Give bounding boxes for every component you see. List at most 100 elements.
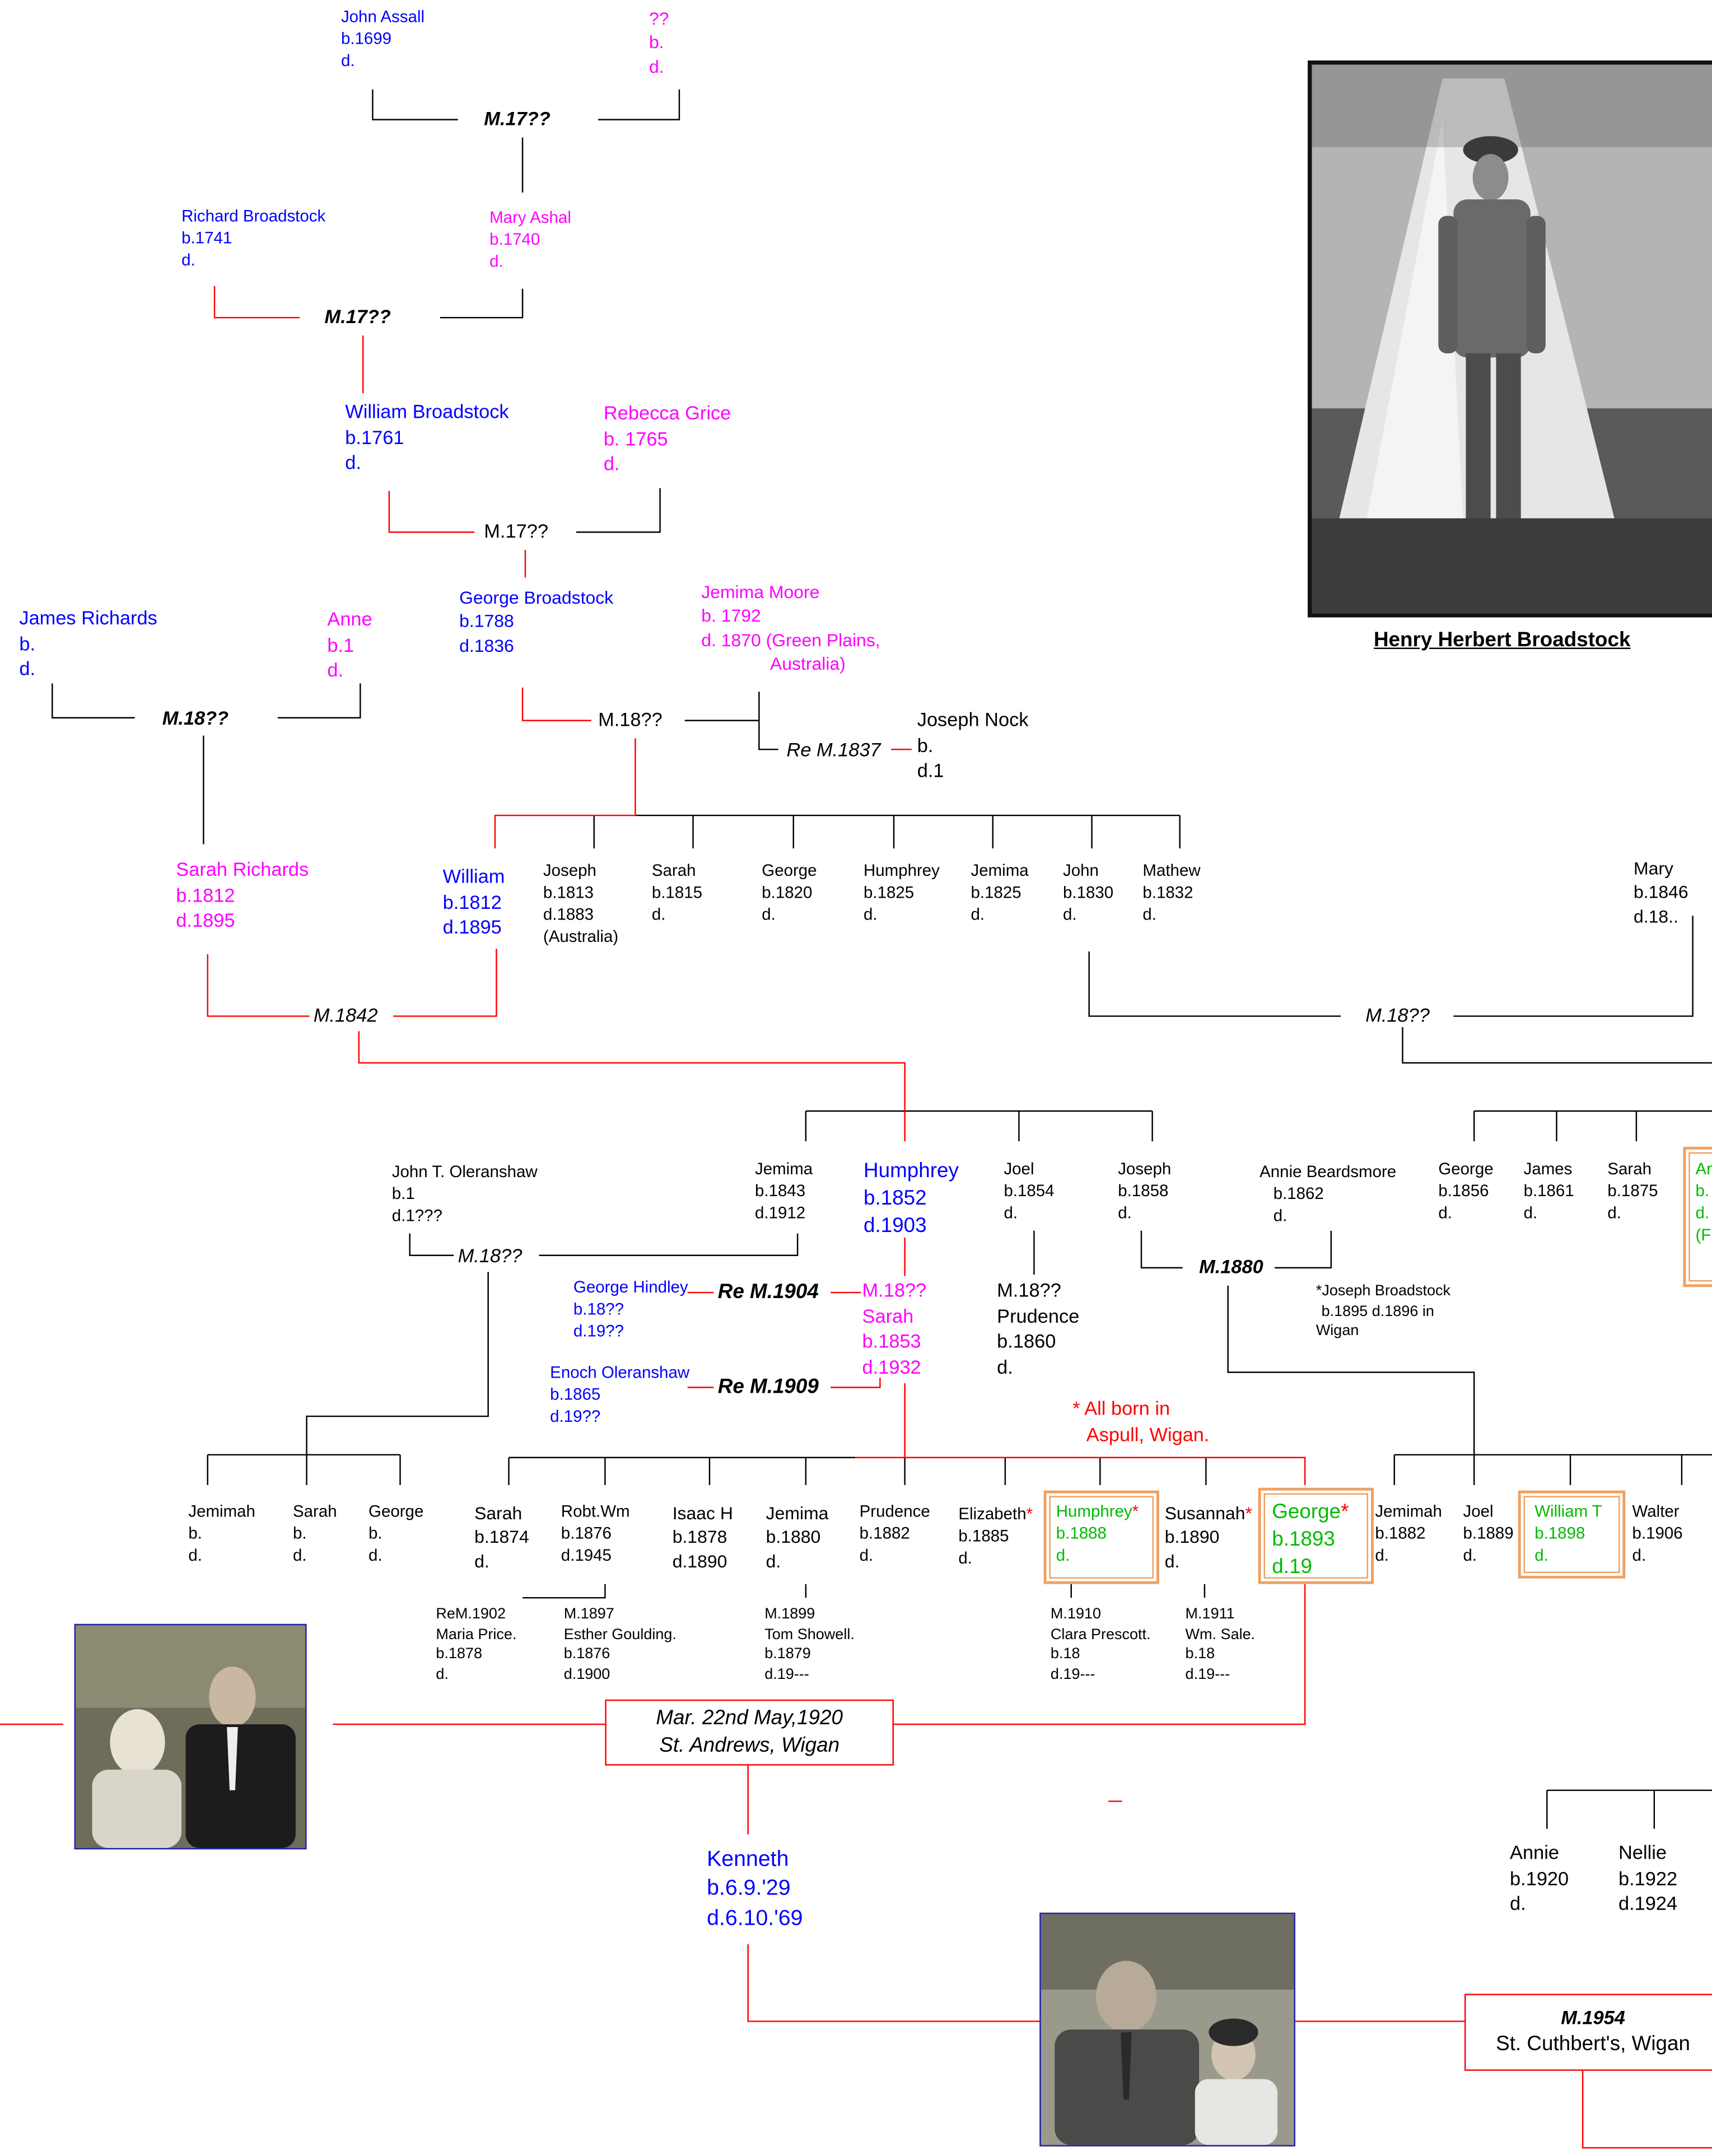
person-name: Elizabeth bbox=[958, 1504, 1027, 1524]
birth: b.1882 bbox=[1375, 1523, 1426, 1543]
death: d.1895 bbox=[176, 909, 235, 931]
birth: b.1876 bbox=[561, 1523, 612, 1543]
star-mark: * bbox=[1026, 1504, 1033, 1524]
death: d. bbox=[863, 904, 878, 924]
person-name: Clara Prescott. bbox=[1050, 1626, 1151, 1643]
wedding-place: St. Cuthbert's, Wigan bbox=[1496, 2032, 1690, 2056]
highlight-frame bbox=[1518, 1490, 1626, 1579]
death: d. bbox=[1056, 1545, 1070, 1565]
birth: b.1898 bbox=[1534, 1523, 1585, 1543]
person-name: Walter bbox=[1632, 1501, 1680, 1521]
birth: b.1880 bbox=[766, 1527, 821, 1548]
person-name: Sarah bbox=[862, 1304, 914, 1327]
birth: b. bbox=[188, 1523, 202, 1543]
note-line: *Joseph Broadstock bbox=[1316, 1282, 1451, 1300]
death: d.1883 bbox=[543, 904, 594, 924]
marriage: ReM.1902 bbox=[436, 1606, 506, 1623]
death: d.1 bbox=[917, 759, 944, 782]
birth: b.1852 bbox=[863, 1186, 927, 1210]
marriage: M.1897 bbox=[563, 1606, 614, 1623]
note-line: * All born in bbox=[1072, 1397, 1170, 1419]
death: d. bbox=[1463, 1545, 1477, 1565]
death: d.19 bbox=[1272, 1555, 1312, 1579]
birth: b.1812 bbox=[176, 883, 235, 906]
death: d.1912 bbox=[755, 1203, 806, 1222]
star-mark: * bbox=[1132, 1501, 1139, 1521]
birth: b.1876 bbox=[563, 1646, 610, 1663]
marriage-label: M.17?? bbox=[479, 107, 555, 129]
death: d. bbox=[181, 250, 195, 270]
death: d. bbox=[1375, 1545, 1389, 1565]
person-name: Prudence bbox=[997, 1304, 1080, 1327]
death: d. bbox=[1695, 1203, 1710, 1222]
person-name: Sarah bbox=[651, 861, 696, 880]
person-name: Annie Beardsmore bbox=[1259, 1161, 1397, 1182]
birth: b.1812 bbox=[442, 890, 502, 913]
highlight-frame bbox=[1258, 1487, 1374, 1584]
marriage-label: M.17?? bbox=[320, 305, 395, 328]
person-name: Jemima bbox=[755, 1159, 813, 1179]
soldier-portrait-image bbox=[1312, 64, 1712, 614]
person-name: Esther Goulding. bbox=[563, 1626, 677, 1643]
kenneth-photo bbox=[1039, 1912, 1295, 2146]
death: d.1895 bbox=[442, 916, 502, 939]
person-name: Prudence bbox=[859, 1501, 930, 1521]
birth: b.1860 bbox=[997, 1329, 1056, 1352]
person-name: Richard Broadstock bbox=[181, 206, 326, 226]
marriage: M.1910 bbox=[1050, 1606, 1102, 1623]
death: d. 1870 (Green Plains, bbox=[701, 629, 880, 650]
wedding-date: M.1954 bbox=[1561, 2006, 1625, 2028]
birth: b.1888 bbox=[1056, 1523, 1107, 1543]
death-place: Australia) bbox=[770, 652, 846, 674]
person-name: Joseph bbox=[1118, 1159, 1172, 1179]
birth: b.1874 bbox=[474, 1527, 529, 1548]
person-an-partial: Anb.d.(F bbox=[1696, 1159, 1712, 1247]
death: d. bbox=[1063, 904, 1077, 924]
death: d. bbox=[327, 659, 344, 681]
death: d.19?? bbox=[550, 1406, 601, 1426]
person-name: Mathew bbox=[1142, 861, 1201, 880]
birth: b.18 bbox=[1185, 1646, 1215, 1663]
death: d. bbox=[971, 904, 985, 924]
person-name: Annie bbox=[1510, 1841, 1559, 1864]
death: d. bbox=[1142, 904, 1157, 924]
birth: b.1846 bbox=[1634, 881, 1688, 903]
person-name: Joel bbox=[1004, 1159, 1034, 1179]
note-line: Wigan bbox=[1316, 1323, 1359, 1340]
birth: b. bbox=[368, 1523, 382, 1543]
person-name: William Broadstock bbox=[345, 400, 509, 422]
couple-portrait-image bbox=[76, 1625, 306, 1849]
note: (F bbox=[1695, 1225, 1711, 1244]
person-name: Joseph bbox=[543, 861, 596, 880]
birth: b.1853 bbox=[862, 1329, 921, 1352]
person-name: George bbox=[762, 861, 817, 880]
death: d. bbox=[188, 1545, 202, 1565]
